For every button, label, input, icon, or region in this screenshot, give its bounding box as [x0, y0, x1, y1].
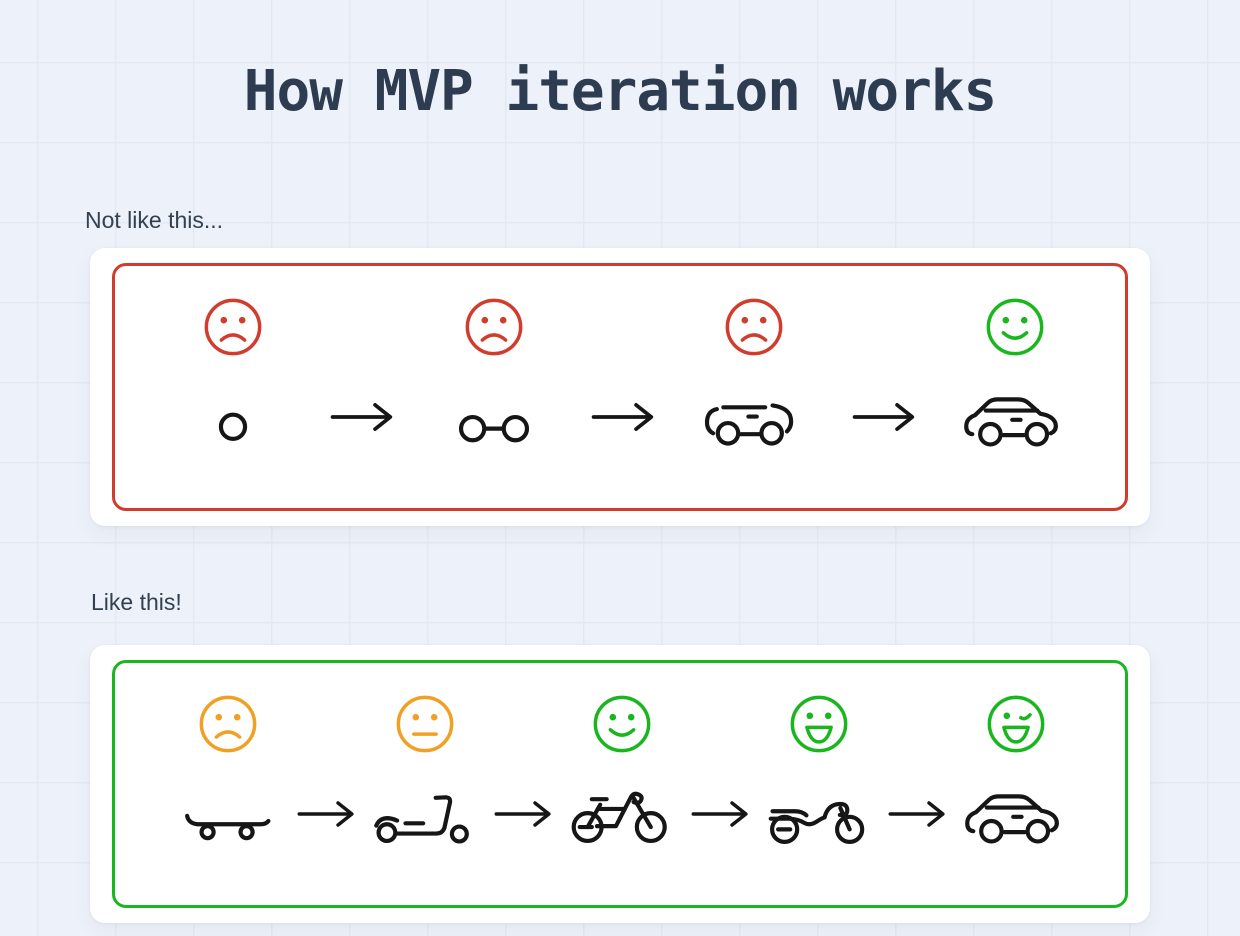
stage — [163, 296, 303, 450]
grinning-face-icon — [788, 693, 850, 755]
two-wheels-axle-icon — [438, 385, 550, 450]
arrow-right-icon — [887, 794, 949, 834]
page-title: How MVP iteration works — [243, 59, 997, 124]
section-label-not-like-this: Not like this... — [85, 207, 224, 233]
sad-face-icon — [463, 296, 525, 358]
car-without-roof-icon — [698, 385, 810, 450]
sad-face-icon — [197, 693, 259, 755]
stage — [424, 296, 564, 450]
arrow-right-icon — [493, 794, 555, 834]
happy-face-icon — [591, 693, 653, 755]
stage — [166, 693, 290, 847]
neutral-face-icon — [394, 693, 456, 755]
arrow-right-icon — [329, 397, 397, 437]
iteration-row-bad — [112, 263, 1128, 511]
stage — [945, 296, 1085, 450]
happy-face-icon — [984, 296, 1046, 358]
section-label-like-this: Like this! — [91, 589, 182, 615]
arrow-right-icon — [690, 794, 752, 834]
laughing-wink-face-icon — [985, 693, 1047, 755]
stage — [684, 296, 824, 450]
car-icon — [959, 385, 1071, 450]
skateboard-icon — [172, 782, 284, 847]
car-icon — [960, 782, 1072, 847]
motorcycle-icon — [763, 782, 875, 847]
arrow-right-icon — [851, 397, 919, 437]
arrow-right-icon — [296, 794, 358, 834]
sad-face-icon — [202, 296, 264, 358]
stage — [757, 693, 881, 847]
stage — [363, 693, 487, 847]
single-wheel-icon — [177, 385, 289, 450]
stage — [560, 693, 684, 847]
iteration-row-good — [112, 660, 1128, 908]
kick-scooter-icon — [369, 782, 481, 847]
arrow-right-icon — [590, 397, 658, 437]
card-not-like-this — [90, 248, 1150, 526]
card-like-this — [90, 645, 1150, 923]
sad-face-icon — [723, 296, 785, 358]
bicycle-icon — [566, 782, 678, 847]
stage — [954, 693, 1078, 847]
